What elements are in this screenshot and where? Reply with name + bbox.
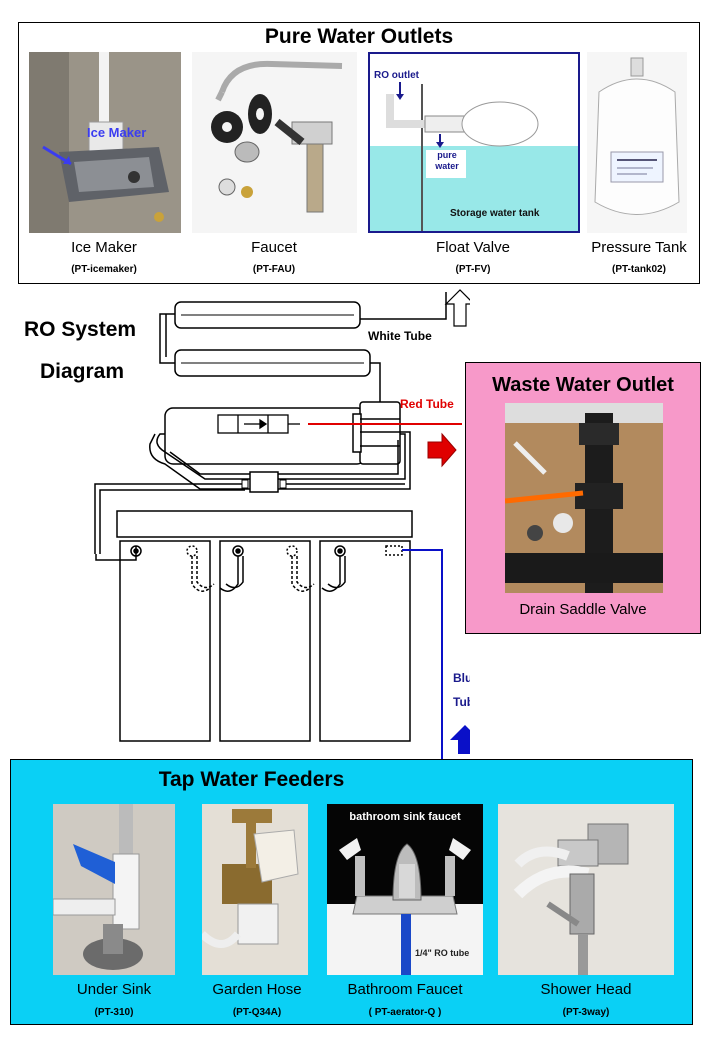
canister-u-tubes xyxy=(95,546,346,592)
float-valve-pure-water-text: pure water xyxy=(435,150,459,171)
float-valve-storage-text: Storage water tank xyxy=(450,208,540,219)
outlet-float-valve: RO outlet pure water Storage water tank … xyxy=(365,51,581,279)
feeder-code: ( PT-aerator-Q ) xyxy=(368,1007,442,1018)
outlet-pressure-tank: Pressure Tank (PT-tank02) xyxy=(581,51,697,279)
blue-tube-label-1: Blue xyxy=(453,671,470,685)
diagram-title-line2: Diagram xyxy=(40,360,124,383)
bathroom-faucet-photo-title: bathroom sink faucet xyxy=(349,811,461,823)
tap-water-feeders-title: Tap Water Feeders xyxy=(158,768,345,791)
waste-water-outlet-title: Waste Water Outlet xyxy=(492,374,674,396)
feeder-code: (PT-3way) xyxy=(562,1007,610,1018)
outlet-ice-maker: Ice Maker Ice Maker (PT-icemaker) xyxy=(27,51,181,279)
blue-tube-label-2: Tube xyxy=(453,695,470,709)
second-inline-filter xyxy=(174,349,371,377)
membrane-housing xyxy=(164,401,401,465)
top-inline-filter xyxy=(174,301,361,329)
feeder-label: Bathroom Faucet xyxy=(347,981,463,998)
feeder-code: (PT-Q34A) xyxy=(232,1007,282,1018)
feeder-label: Garden Hose xyxy=(212,981,302,998)
garden-hose-photo xyxy=(202,804,308,975)
drain-saddle-valve-photo xyxy=(505,403,663,593)
feeder-label: Shower Head xyxy=(540,981,632,998)
ice-maker-photo: Ice Maker xyxy=(29,52,181,233)
feeder-label: Under Sink xyxy=(76,981,152,998)
pure-water-outlets-panel: Pure Water Outlets Ice Maker Ice Maker (… xyxy=(18,22,700,284)
diagram-title-line1: RO System xyxy=(24,318,136,341)
outlet-code: (PT-tank02) xyxy=(612,264,666,275)
tap-water-feeders-panel: Tap Water Feeders Under Sink (PT-310) xyxy=(10,759,693,1025)
white-tube xyxy=(360,292,447,320)
canister-ports xyxy=(130,545,403,557)
outlet-code: (PT-icemaker) xyxy=(71,264,137,275)
float-valve-photo: RO outlet pure water Storage water tank xyxy=(368,52,580,233)
blue-tube-up-arrow xyxy=(450,725,470,754)
feeder-garden-hose: Garden Hose (PT-Q34A) xyxy=(197,804,317,1024)
bathroom-faucet-photo: bathroom sink faucet 1/4" RO tube xyxy=(327,804,483,975)
bathroom-faucet-tube-text: 1/4" RO tube xyxy=(415,948,469,958)
filter-canisters xyxy=(119,540,411,742)
shower-head-photo xyxy=(498,804,674,975)
waste-water-outlet-panel: Waste Water Outlet Drain Saddle Valve xyxy=(465,362,701,634)
mounting-bracket xyxy=(116,510,413,538)
feeder-bathroom-faucet: bathroom sink faucet 1/4" RO tube Bathro… xyxy=(323,804,487,1024)
ice-maker-photo-caption: Ice Maker xyxy=(87,125,146,140)
outlet-label: Float Valve xyxy=(436,239,510,256)
red-tube-arrow xyxy=(427,432,457,468)
membrane-tubes xyxy=(94,431,411,554)
under-sink-photo xyxy=(53,804,175,975)
blue-tube xyxy=(402,549,443,760)
faucet-photo xyxy=(192,52,357,233)
outlet-code: (PT-FV) xyxy=(455,264,491,275)
feeder-code: (PT-310) xyxy=(94,1007,134,1018)
red-tube-label: Red Tube xyxy=(400,397,454,411)
outlet-label: Ice Maker xyxy=(71,239,137,256)
outlet-label: Faucet xyxy=(251,239,297,256)
outlet-code: (PT-FAU) xyxy=(252,264,296,275)
pure-water-outlets-title: Pure Water Outlets xyxy=(264,25,454,48)
drain-saddle-valve-label: Drain Saddle Valve xyxy=(519,601,647,618)
ro-system-schematic: RO System Diagram White Tube xyxy=(24,289,470,760)
feeder-shower-head: Shower Head (PT-3way) xyxy=(498,804,674,1024)
feeder-under-sink: Under Sink (PT-310) xyxy=(51,804,177,1024)
outlet-label: Pressure Tank xyxy=(591,239,687,256)
filter-link-tubes xyxy=(159,313,381,414)
filter-canister-1 xyxy=(119,540,211,742)
pressure-tank-photo xyxy=(587,52,687,233)
filter-canister-2 xyxy=(219,540,311,742)
flow-restrictor xyxy=(217,414,300,434)
filter-canister-3 xyxy=(319,540,411,742)
check-valve xyxy=(249,471,279,493)
white-tube-up-arrow xyxy=(444,289,470,327)
white-tube-label: White Tube xyxy=(368,329,432,343)
float-valve-ro-outlet-text: RO outlet xyxy=(374,70,420,81)
outlet-faucet: Faucet (PT-FAU) xyxy=(189,51,359,279)
